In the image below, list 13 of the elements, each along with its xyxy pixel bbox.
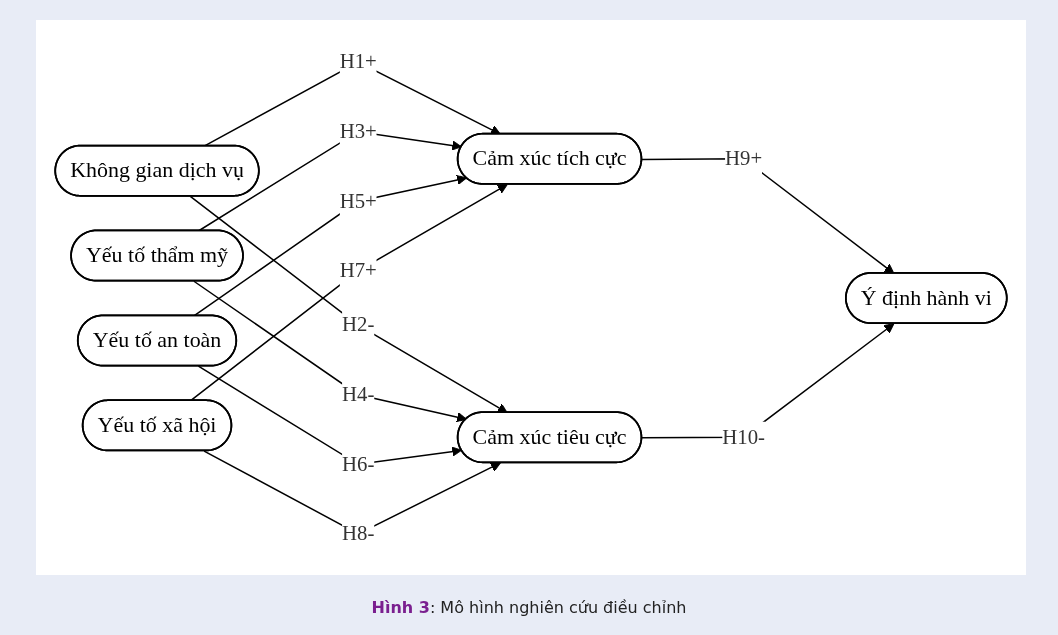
edge-label: H10- [722, 424, 765, 448]
edge-label: H9+ [725, 146, 763, 170]
edge-label: H4- [342, 382, 375, 406]
edge-label: H1+ [339, 49, 377, 73]
arrow [197, 364, 463, 465]
edge-label: H2- [342, 312, 375, 336]
edge-label: H3+ [339, 119, 377, 143]
arrow [193, 280, 467, 422]
edge-label: H5+ [339, 188, 377, 212]
figure-caption: Hình 3: Mô hình nghiên cứu điều chỉnh [370, 598, 688, 617]
edge-label: H6- [342, 451, 375, 475]
edge-label: H7+ [339, 258, 377, 282]
edge-label: H8- [342, 521, 375, 545]
